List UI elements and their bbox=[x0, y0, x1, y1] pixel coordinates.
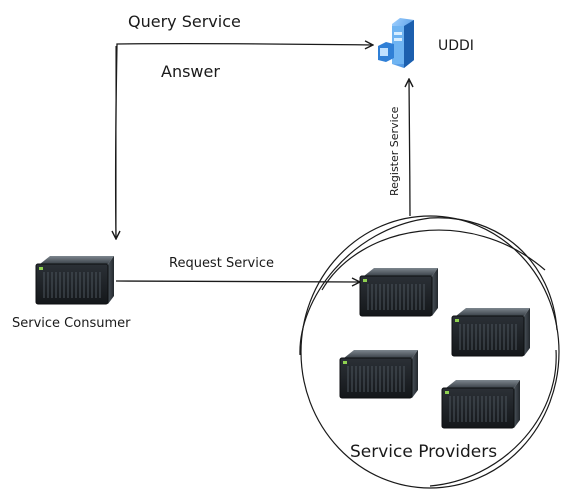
register-service-label: Register Service bbox=[388, 106, 401, 196]
provider-server-icon-3 bbox=[339, 349, 419, 399]
register-service-arrow bbox=[409, 80, 410, 217]
provider-server-icon-4 bbox=[441, 379, 521, 429]
provider-server-icon-1 bbox=[359, 267, 439, 317]
uddi-label: UDDI bbox=[438, 38, 474, 54]
consumer-server-icon bbox=[35, 255, 115, 305]
providers-circle bbox=[299, 215, 560, 489]
query-service-arrow bbox=[114, 44, 372, 239]
provider-server-icon-2 bbox=[451, 307, 531, 357]
service-consumer-label: Service Consumer bbox=[12, 316, 131, 331]
request-service-arrow bbox=[115, 281, 359, 282]
request-service-label: Request Service bbox=[169, 256, 274, 271]
query-service-label: Query Service bbox=[128, 12, 241, 31]
service-providers-label: Service Providers bbox=[350, 442, 497, 462]
uddi-server-icon bbox=[378, 18, 414, 68]
answer-label: Answer bbox=[161, 62, 220, 81]
